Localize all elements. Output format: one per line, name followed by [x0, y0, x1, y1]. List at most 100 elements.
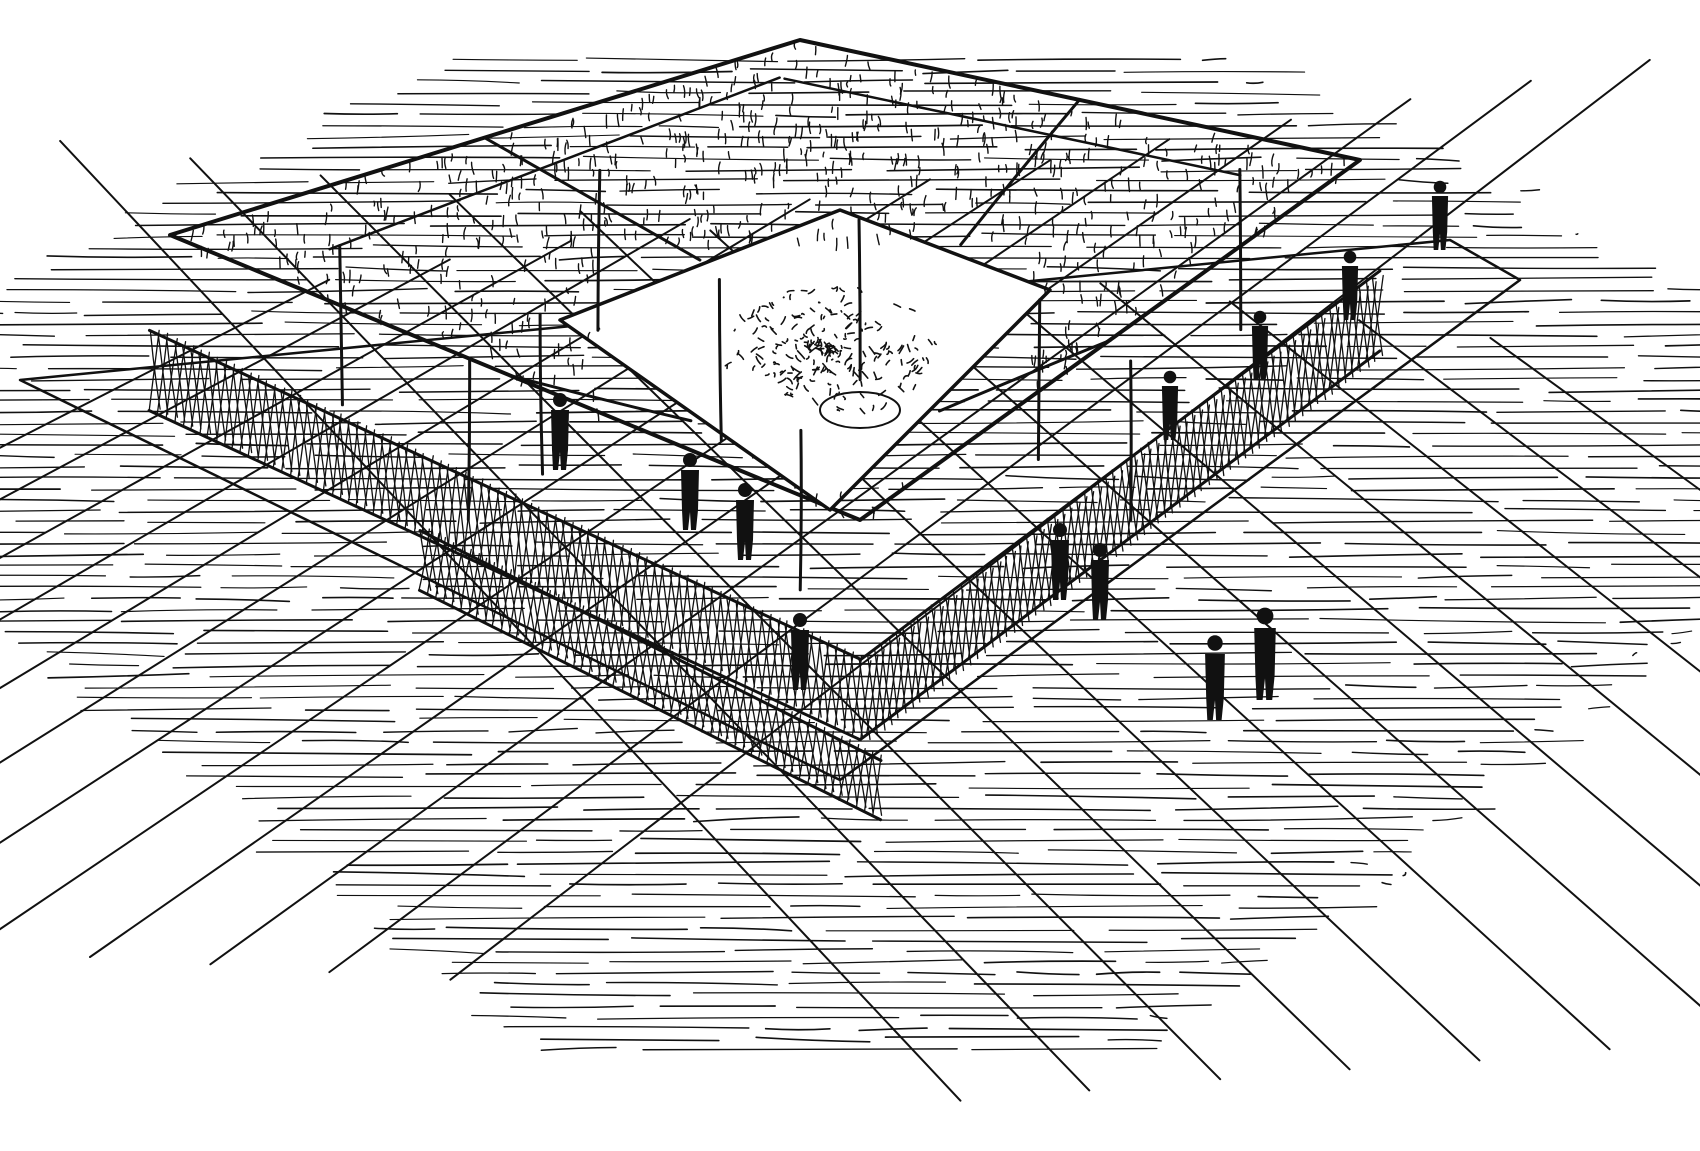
roof-mark: [490, 275, 494, 288]
roof-mark: [901, 482, 904, 491]
roof-mark: [735, 58, 739, 69]
roof-mark: [401, 250, 404, 264]
tree-scribble: [790, 365, 795, 372]
person-figure: [791, 613, 809, 690]
railing-front-right-top: [858, 269, 1382, 662]
roof-mark: [573, 295, 577, 306]
ground-hatch-stroke: [1432, 817, 1463, 822]
roof-mark: [1207, 207, 1211, 218]
roof-mark: [1214, 197, 1218, 207]
ground-hatch-stroke: [1291, 409, 1488, 413]
roof-mark: [540, 188, 544, 200]
ground-hatch-stroke: [764, 695, 1013, 701]
roof-mark: [714, 225, 719, 240]
roof-mark: [746, 214, 749, 223]
roof-mark: [471, 294, 475, 302]
ground-hatch-stroke: [1673, 499, 1700, 502]
ground-hatch-stroke: [1679, 409, 1700, 413]
ramp-railing: [629, 635, 641, 695]
ground-hatch-stroke: [448, 531, 733, 534]
ground-hatch-stroke: [1557, 640, 1648, 646]
roof-mark: [1183, 216, 1186, 230]
ground-hatch-stroke: [134, 222, 405, 227]
ground-hatch-stroke: [966, 916, 1221, 919]
railing-front-left: [429, 460, 442, 541]
ground-hatch-stroke: [1205, 378, 1284, 382]
tree-scribble: [724, 361, 732, 367]
ground-hatch-stroke: [0, 553, 145, 558]
ground-hatch-stroke: [0, 564, 114, 566]
tree-scribble: [739, 314, 746, 323]
roof-mark: [253, 227, 256, 236]
ground-hatch-stroke: [1531, 631, 1664, 634]
ground-hatch-stroke: [582, 155, 820, 161]
roof-mark: [833, 135, 837, 148]
roof-mark: [324, 212, 328, 226]
ground-hatch-stroke: [1140, 730, 1207, 734]
roof-mark: [1252, 176, 1255, 186]
railing-front-left: [421, 455, 434, 537]
tree-scribble: [794, 376, 803, 379]
roof-mark: [991, 136, 994, 147]
roof-mark: [1099, 293, 1102, 307]
railing-front-right: [1068, 501, 1081, 585]
ground-hatch-stroke: [487, 487, 775, 492]
tree-scribble: [780, 316, 787, 326]
ground-hatch-stroke: [1146, 487, 1235, 490]
tree-scribble: [873, 352, 882, 356]
roof-mark: [1031, 120, 1034, 130]
railing-front-left: [561, 521, 574, 602]
ground-hatch-stroke: [1332, 444, 1411, 448]
ground-hatch-stroke: [201, 455, 286, 458]
ground-hatch-stroke: [1201, 57, 1227, 62]
roof-mark: [465, 178, 468, 192]
railing-front-right: [1249, 367, 1262, 448]
roof-mark: [871, 506, 875, 514]
ground-hatch-stroke: [173, 477, 447, 480]
ground-hatch-stroke: [306, 133, 470, 140]
roof-mark: [969, 188, 972, 200]
roof-mark: [511, 321, 514, 335]
roof-mark: [383, 209, 386, 221]
ground-hatch-stroke: [738, 124, 984, 128]
ground-hatch-stroke: [1480, 762, 1547, 766]
roof-mark: [1002, 218, 1005, 233]
roof-mark: [368, 231, 371, 240]
tree-scribble: [811, 397, 819, 406]
ground-hatch-stroke: [312, 255, 541, 258]
tree-scribble: [752, 327, 759, 335]
roof-mark: [527, 317, 531, 329]
tree-scribble: [840, 344, 843, 350]
ground-hatch-stroke: [1108, 928, 1318, 931]
roof-mark: [753, 174, 756, 184]
railing-front-left: [215, 360, 227, 441]
ground-hatch-stroke: [1119, 499, 1206, 503]
ground-hatch-stroke: [1194, 101, 1279, 105]
ground-hatch-stroke: [220, 586, 308, 589]
roof-mark: [426, 305, 430, 317]
roof-mark: [805, 66, 808, 79]
ground-hatch-stroke: [323, 112, 399, 116]
railing-front-right: [1322, 313, 1334, 395]
roof-mark: [819, 123, 822, 135]
ground-hatch-stroke: [314, 454, 425, 458]
ground-hatch-stroke: [1159, 443, 1303, 447]
roof-mark: [1247, 144, 1250, 155]
roof-mark: [1106, 134, 1110, 149]
roof-mark: [344, 302, 348, 316]
ground-hatch-stroke: [531, 783, 662, 787]
roof-mark: [760, 100, 764, 111]
ground-hatch-stroke: [1486, 234, 1563, 237]
ground-hatch-stroke: [1127, 465, 1299, 470]
ground-hatch-stroke: [788, 981, 947, 985]
roof-mark: [456, 212, 460, 221]
roof-divider: [513, 375, 693, 423]
roof-mark: [396, 298, 401, 310]
roof-mark: [465, 155, 468, 165]
person-figure: [1341, 250, 1359, 320]
roof-mark: [1051, 218, 1055, 228]
ground-hatch-stroke: [14, 311, 78, 314]
roof-mark: [1094, 137, 1098, 148]
roof-mark: [1170, 210, 1174, 221]
roof-mark: [816, 172, 819, 182]
